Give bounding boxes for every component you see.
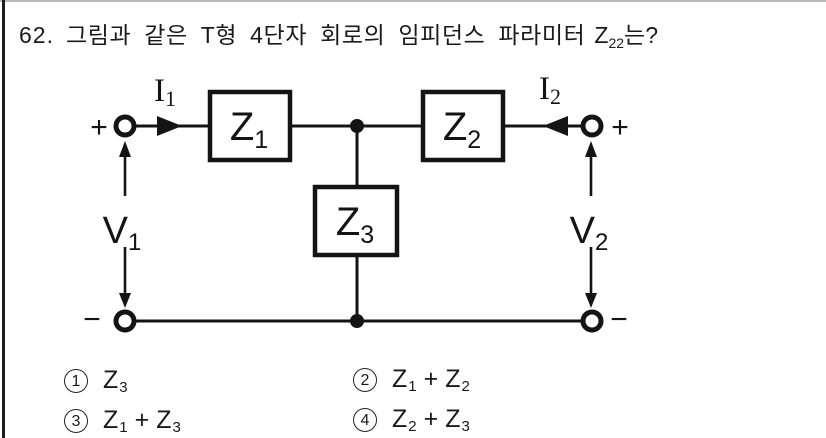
z3-label: Z3 <box>336 200 374 249</box>
i1-label: I1 <box>154 73 176 111</box>
question-text: 그림과 같은 T형 4단자 회로의 임피던스 파라미터 <box>65 22 586 48</box>
option-3-number: 3 <box>64 409 88 433</box>
option-2: 2 Z1+Z2 <box>353 365 470 395</box>
port1-minus-sign: − <box>83 303 101 336</box>
port1-minus-terminal <box>113 309 137 333</box>
port2-plus-sign: + <box>611 111 629 144</box>
current-arrowheads <box>157 116 568 136</box>
v1-arrowhead-up-icon <box>119 141 131 157</box>
z2-box <box>420 89 506 163</box>
option-2-number: 2 <box>353 368 377 392</box>
port1-plus-sign: + <box>90 111 108 144</box>
port2-plus-terminal <box>580 114 604 138</box>
option-3: 3 Z1+Z3 <box>64 406 181 436</box>
v2-arrowhead-up-icon <box>585 141 597 157</box>
v1-label: V1 <box>103 210 142 256</box>
question-suffix: 는? <box>624 22 658 48</box>
port2-minus-terminal <box>580 309 604 333</box>
bottom-junction-node <box>350 314 364 328</box>
terminals <box>113 114 604 333</box>
question-parameter-subscript: 22 <box>608 35 625 51</box>
option-1-expression: Z3 <box>103 366 128 396</box>
z2-label: Z2 <box>443 105 481 154</box>
z3-box <box>312 184 400 258</box>
i2-label: I2 <box>539 71 561 109</box>
i2-arrowhead-icon <box>543 116 568 136</box>
option-1-number: 1 <box>64 369 88 393</box>
option-2-expression: Z1+Z2 <box>392 365 470 395</box>
page-left-border <box>2 0 5 438</box>
v1-arrowhead-down-icon <box>119 293 131 308</box>
question-number: 62. <box>19 22 54 48</box>
v2-label: V2 <box>570 210 609 256</box>
option-3-expression: Z1+Z3 <box>103 406 181 436</box>
z1-box <box>207 89 293 163</box>
port1-plus-terminal <box>113 114 137 138</box>
voltage-arrows <box>119 141 597 308</box>
impedance-boxes <box>207 89 506 258</box>
question-parameter: Z22는? <box>594 22 658 51</box>
junction-nodes <box>350 119 364 328</box>
top-junction-node <box>350 119 364 133</box>
option-4-expression: Z2+Z3 <box>392 405 470 435</box>
page-top-border <box>0 0 826 2</box>
option-4: 4 Z2+Z3 <box>353 405 470 435</box>
option-1: 1 Z3 <box>64 366 128 396</box>
port2-minus-sign: − <box>610 303 628 336</box>
z1-label: Z1 <box>230 105 268 154</box>
v2-arrowhead-down-icon <box>585 293 597 308</box>
question-title: 62. 그림과 같은 T형 4단자 회로의 임피던스 파라미터 Z22는? <box>19 16 658 51</box>
option-4-number: 4 <box>353 408 377 432</box>
circuit-diagram: Z1 Z2 Z3 I1 I2 V1 V2 + + − − <box>83 71 629 336</box>
i1-arrowhead-icon <box>157 116 182 136</box>
question-parameter-symbol: Z <box>594 22 609 48</box>
